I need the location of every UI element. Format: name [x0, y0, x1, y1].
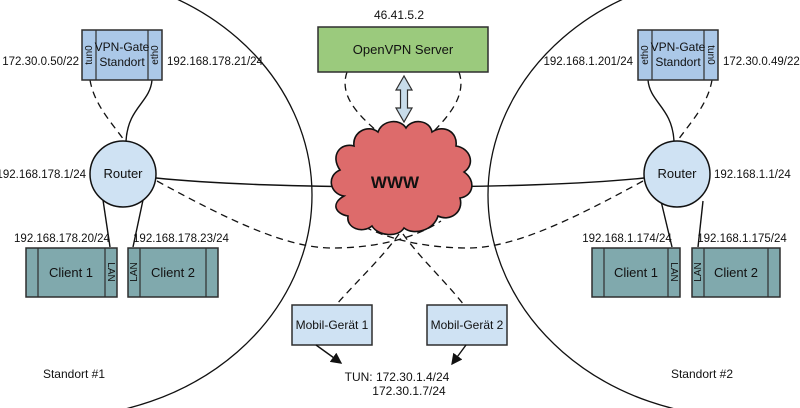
- site2-tun0-ip: 172.30.0.49/22: [723, 56, 800, 68]
- tunnel-server-cloud-right: [430, 71, 462, 135]
- tunnel-server-cloud-left: [344, 71, 379, 133]
- site1-gate-tun0-port: tun0: [84, 45, 95, 65]
- site1-eth0-ip: 192.168.178.21/24: [167, 56, 264, 68]
- site1-client2-ip: 192.168.178.23/24: [133, 233, 230, 245]
- site1-client2-lan-port: LAN: [129, 262, 140, 281]
- mobile2-box: [426, 304, 508, 346]
- tun-note-line2: 172.30.1.7/24: [372, 384, 446, 398]
- mobile1-label: Mobil-Gerät 1: [296, 318, 369, 332]
- site2-vpn-gate-box: [637, 29, 719, 81]
- link-gate2-eth0-router2: [647, 79, 675, 142]
- site2-gate-label-line1: VPN-Gate: [651, 40, 706, 54]
- tun-note-line1: TUN: 172.30.1.4/24: [345, 370, 450, 384]
- openvpn-server-box: [317, 26, 489, 73]
- server-label: OpenVPN Server: [353, 42, 454, 57]
- site1-vpn-gate-box: [81, 29, 163, 81]
- site2-router-circle: [643, 140, 711, 208]
- site1-router-circle: [89, 140, 157, 208]
- link-router1-client1: [102, 199, 111, 248]
- site1-client1-lan-port: LAN: [105, 262, 116, 281]
- site2-boundary-circle: [487, 0, 674, 408]
- tunnel-cloud-mobile1: [335, 233, 400, 306]
- site1-client1-label: Client 1: [49, 265, 93, 280]
- site1-boundary-circle: [126, 0, 313, 408]
- site1-router-ip: 192.168.178.1/24: [0, 169, 87, 181]
- tunnel-site1-to-cloud: [156, 180, 442, 249]
- site2-client1-box: [591, 247, 681, 298]
- site2-client1-label: Client 1: [614, 265, 658, 280]
- site2-client2-label: Client 2: [714, 265, 758, 280]
- site1-client1-box: [25, 247, 118, 298]
- site2-client1-lan-port: LAN: [668, 262, 679, 281]
- tunnel-gate2-tun0: [677, 79, 713, 141]
- site1-client1-ip: 192.168.178.20/24: [14, 233, 111, 245]
- server-ip-label: 46.41.5.2: [374, 8, 424, 22]
- mobile2-tun-arrow: [451, 344, 467, 366]
- site1-name-label: Standort #1: [43, 367, 105, 381]
- www-label: WWW: [371, 173, 420, 192]
- site2-gate-label-line2: Standort: [655, 55, 701, 69]
- link-router2-client2: [697, 200, 704, 248]
- site1-tun0-ip: 172.30.0.50/22: [2, 56, 79, 68]
- mobile1-tun-arrow: [315, 344, 343, 364]
- site1-client2-label: Client 2: [151, 265, 195, 280]
- site2-eth0-ip: 192.168.1.201/24: [543, 56, 633, 68]
- tunnel-gate1-tun0: [89, 79, 125, 141]
- site2-client1-ip: 192.168.1.174/24: [582, 233, 672, 245]
- mobile1-box: [291, 304, 373, 346]
- site2-client2-box: [691, 247, 781, 298]
- link-gate1-eth0-router1: [125, 79, 153, 142]
- link-router1-client2: [132, 199, 144, 248]
- server-cloud-double-arrow: [394, 74, 414, 124]
- site1-gate-label-line1: VPN-Gate: [95, 40, 150, 54]
- site2-gate-eth0-port: eth0: [640, 45, 651, 65]
- www-cloud: [330, 120, 473, 236]
- site1-client2-box: [127, 247, 219, 298]
- site1-router-label: Router: [103, 166, 143, 181]
- site2-name-label: Standort #2: [671, 367, 733, 381]
- link-router2-client1: [660, 200, 673, 248]
- mobile2-label: Mobil-Gerät 2: [431, 318, 504, 332]
- site2-router-ip: 192.168.1.1/24: [714, 169, 791, 181]
- tunnel-site2-to-cloud: [358, 180, 644, 249]
- site1-gate-eth0-port: eth0: [150, 45, 161, 65]
- site2-client2-ip: 192.168.1.175/24: [697, 233, 787, 245]
- site1-gate-label-line2: Standort: [99, 55, 145, 69]
- site2-router-label: Router: [657, 166, 697, 181]
- site2-gate-tun0-port: tun0: [705, 45, 716, 65]
- site2-client2-lan-port: LAN: [693, 262, 704, 281]
- tunnel-cloud-mobile2: [402, 233, 465, 306]
